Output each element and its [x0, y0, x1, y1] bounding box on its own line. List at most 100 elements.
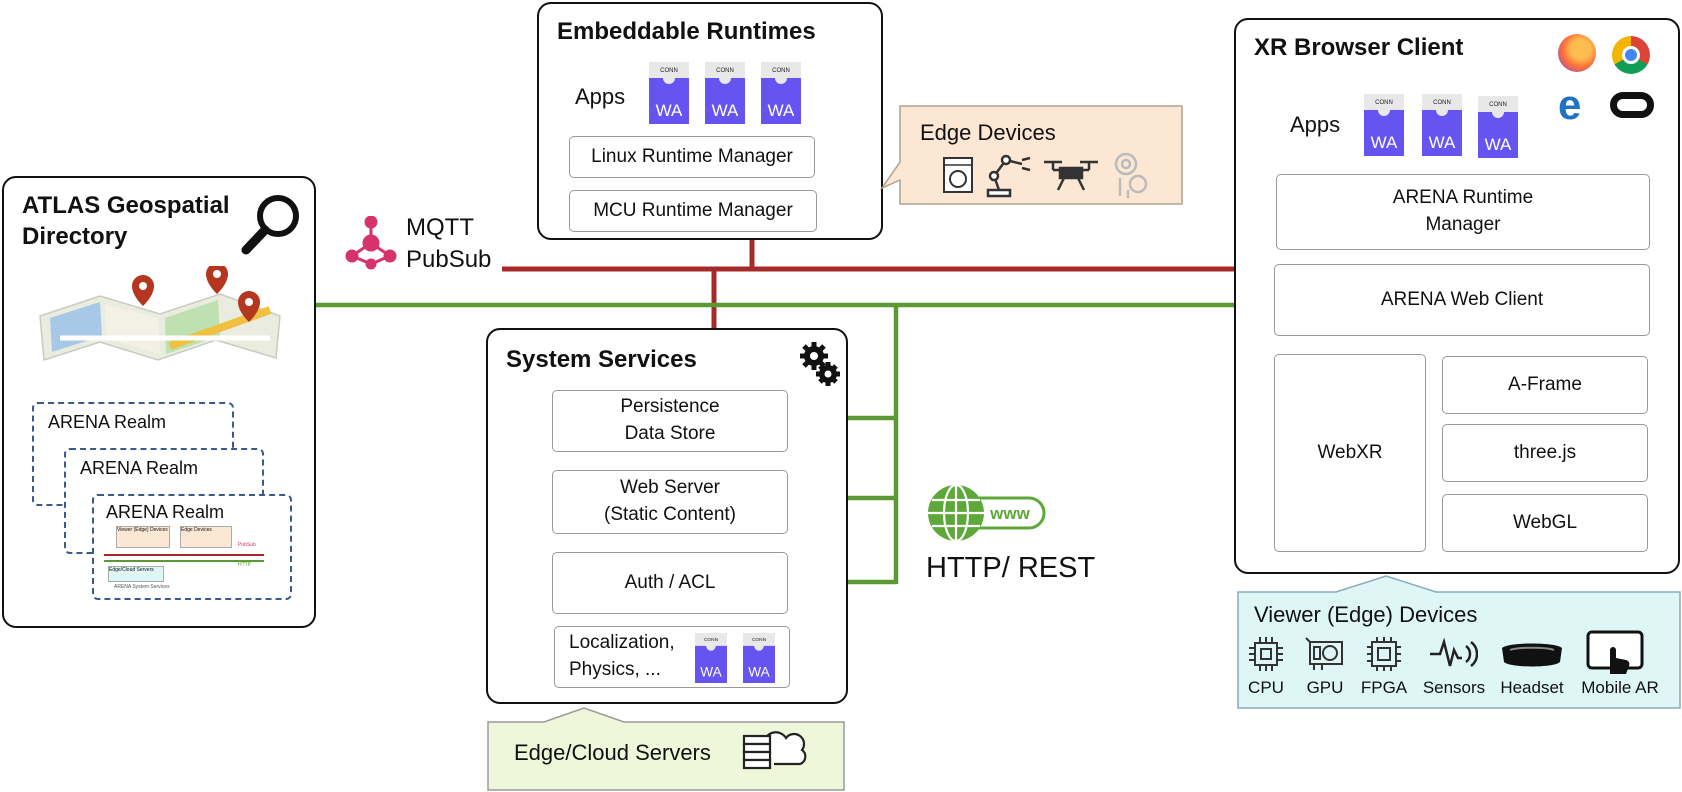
realm-label-3: ARENA Realm — [106, 502, 225, 522]
embeddable-apps-label: Apps — [575, 84, 626, 109]
threejs-box: three.js — [1442, 424, 1648, 482]
linux-runtime-manager-box: Linux Runtime Manager — [569, 136, 815, 178]
edge-cloud-callout — [487, 707, 845, 791]
thumb-pubsub-label: PubSub — [238, 542, 256, 548]
wasm-app-icon: CONN WA — [1478, 96, 1518, 158]
realm-label-2: ARENA Realm — [80, 458, 199, 478]
localization-physics-box: Localization, Physics, ... CONN WA CONN WA — [554, 626, 790, 688]
svg-text:WA: WA — [768, 101, 795, 120]
viewer-devices-callout — [1237, 575, 1681, 709]
mqtt-label: MQTT PubSub — [406, 212, 491, 277]
webgl-box: WebGL — [1442, 494, 1648, 552]
device-label-cpu: CPU — [1248, 678, 1284, 697]
wasm-app-icon: CONN WA — [649, 62, 689, 124]
arena-runtime-manager-box: ARENA Runtime Manager — [1276, 174, 1650, 250]
mqtt-line1: MQTT — [406, 214, 474, 241]
wasm-app-icon: CONN WA — [761, 62, 801, 124]
washing-machine-icon — [943, 157, 973, 193]
headset-icon — [1502, 643, 1562, 667]
xr-apps-label: Apps — [1290, 112, 1341, 137]
www-globe-icon: www — [928, 483, 1046, 543]
wasm-app-icon: CONN WA — [1364, 94, 1404, 156]
oculus-icon — [1610, 92, 1654, 118]
arena-web-client-box: ARENA Web Client — [1274, 264, 1650, 336]
edge-browser-icon: e — [1558, 81, 1582, 128]
device-label-sensors: Sensors — [1422, 678, 1486, 697]
web-server-line1: Web Server — [620, 477, 720, 499]
svg-text:CONN: CONN — [660, 68, 678, 74]
web-server-box: Web Server (Static Content) — [552, 470, 788, 534]
server-cloud-icon — [742, 731, 807, 770]
fpga-icon — [1367, 637, 1401, 671]
thumb-services-label: ARENA System Services — [114, 584, 170, 590]
gears-icon — [800, 342, 840, 386]
edge-devices-label: Edge Devices — [920, 120, 1056, 145]
thumb-servers-label: Edge/Cloud Servers — [109, 567, 154, 573]
svg-text:WA: WA — [1485, 135, 1512, 154]
svg-text:WA: WA — [1371, 133, 1398, 152]
device-label-gpu: GPU — [1306, 678, 1344, 697]
xr-title: XR Browser Client — [1254, 34, 1464, 61]
device-label-fpga: FPGA — [1360, 678, 1408, 697]
auth-acl-box: Auth / ACL — [552, 552, 788, 614]
persistence-line1: Persistence — [620, 396, 720, 418]
realm-thumbnail: Viewer (Edge) Devices Edge Devices PubSu… — [104, 526, 284, 596]
cpu-icon — [1249, 637, 1283, 671]
runtime-line2: Manager — [1425, 214, 1501, 235]
svg-text:CONN: CONN — [1375, 100, 1393, 106]
mobile-ar-icon — [1586, 630, 1644, 674]
atlas-title-line1: ATLAS Geospatial — [22, 192, 230, 219]
robot-arm-icon — [986, 154, 1031, 198]
thumb-http-label: HTTP — [238, 562, 252, 568]
drone-icon — [1044, 160, 1098, 191]
gpu-icon — [1305, 637, 1343, 670]
wasm-app-icon: CONN WA — [695, 633, 727, 683]
wasm-app-icon: CONN WA — [743, 633, 775, 683]
edge-cloud-label: Edge/Cloud Servers — [514, 740, 711, 765]
system-services-title: System Services — [506, 346, 697, 373]
persistence-line2: Data Store — [624, 423, 716, 444]
localization-line2: Physics, ... — [569, 659, 661, 680]
viewer-devices-list: CPU GPU FPGA Sensors Headset Mobile AR — [1236, 630, 1682, 710]
mcu-runtime-manager-box: MCU Runtime Manager — [569, 190, 817, 232]
svg-text:WA: WA — [748, 665, 770, 680]
gears-sensor-icon — [1114, 152, 1148, 198]
arena-realm-card-3: ARENA Realm Viewer (Edge) Devices Edge D… — [92, 494, 292, 600]
localization-line1: Localization, — [569, 632, 675, 654]
www-text: www — [989, 504, 1030, 523]
svg-text:WA: WA — [700, 665, 722, 680]
map-pin-icon — [132, 275, 154, 306]
map-icon — [39, 266, 281, 362]
svg-text:WA: WA — [656, 101, 683, 120]
atlas-panel: ATLAS Geospatial Directory ARENA Realm A… — [2, 176, 316, 628]
firefox-icon — [1558, 34, 1596, 72]
viewer-devices-title: Viewer (Edge) Devices — [1254, 602, 1478, 627]
aframe-box: A-Frame — [1442, 356, 1648, 414]
svg-text:CONN: CONN — [704, 637, 719, 643]
atlas-title-line2: Directory — [22, 223, 128, 251]
thumb-edge-label: Edge Devices — [181, 527, 212, 533]
svg-text:CONN: CONN — [1489, 102, 1507, 108]
svg-text:CONN: CONN — [772, 68, 790, 74]
chrome-icon — [1612, 36, 1650, 74]
thumb-viewer-label: Viewer (Edge) Devices — [117, 527, 168, 533]
svg-text:CONN: CONN — [752, 637, 767, 643]
system-services-panel: System Services Persistence Data Store W… — [486, 328, 848, 704]
http-rest-label: HTTP/ REST — [926, 552, 1096, 584]
mqtt-bus — [502, 240, 1236, 328]
atlas-title: ATLAS Geospatial Directory — [22, 190, 230, 252]
persistence-data-store-box: Persistence Data Store — [552, 390, 788, 452]
device-label-headset: Headset — [1500, 678, 1564, 697]
web-server-line2: (Static Content) — [604, 504, 736, 525]
webxr-box: WebXR — [1274, 354, 1426, 552]
runtime-line1: ARENA Runtime — [1392, 187, 1534, 209]
svg-text:CONN: CONN — [716, 68, 734, 74]
sensors-icon — [1430, 637, 1478, 667]
svg-text:WA: WA — [1429, 133, 1456, 152]
